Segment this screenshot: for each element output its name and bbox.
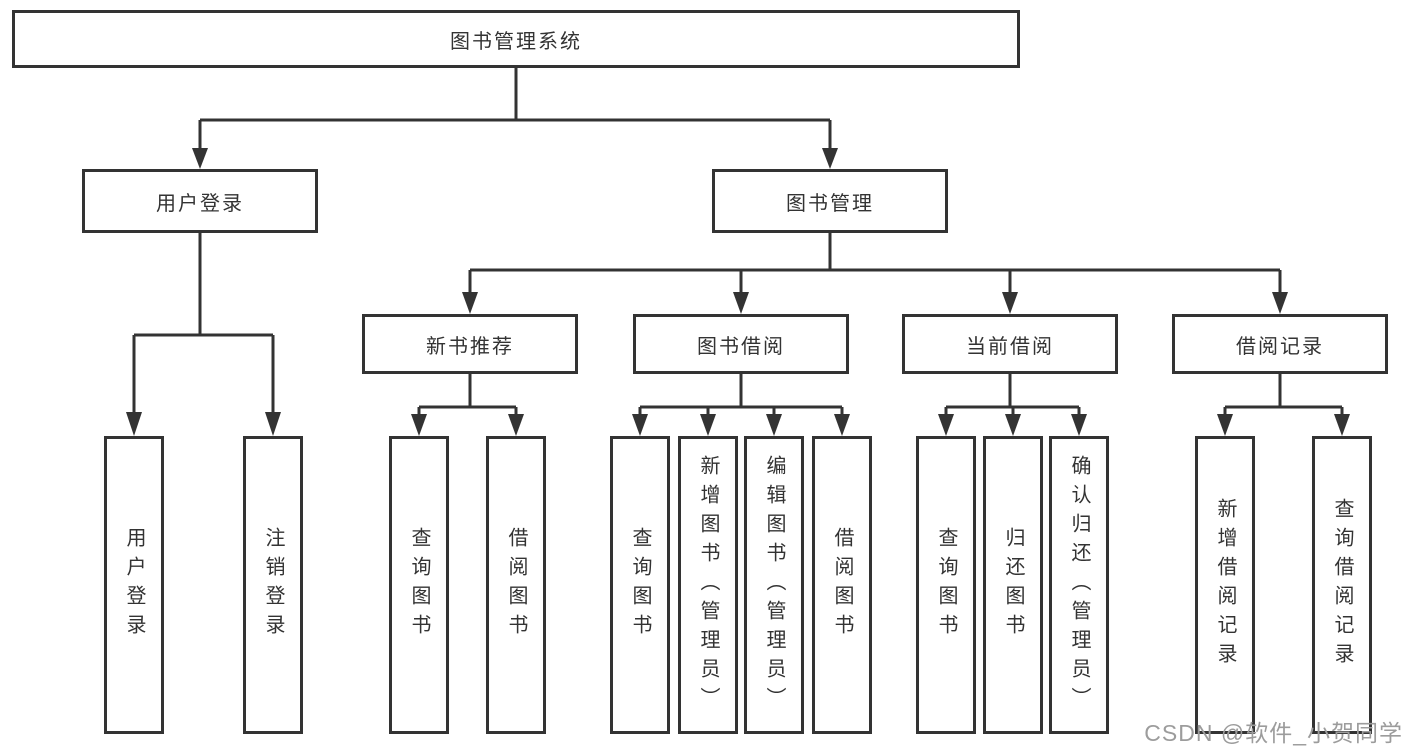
leaf-query-borrow-record: 查询借阅记录 [1312,436,1372,734]
leaf-label: 查询图书 [629,527,651,643]
node-user-login: 用户登录 [82,169,318,233]
leaf-borrow-books: 借阅图书 [812,436,872,734]
node-book-management: 图书管理 [712,169,948,233]
leaf-label: 查询图书 [935,527,957,643]
leaf-query-books-current: 查询图书 [916,436,976,734]
node-label: 图书借阅 [697,335,785,358]
node-library-management-system: 图书管理系统 [12,10,1020,68]
leaf-label: 归还图书 [1002,527,1024,643]
leaf-add-books-admin: 新增图书（管理员） [678,436,738,734]
leaf-label: 注销登录 [262,527,284,643]
leaf-label: 新增借阅记录 [1214,498,1236,672]
leaf-label: 确认归还（管理员） [1068,454,1090,716]
node-label: 新书推荐 [426,335,514,358]
csdn-watermark: CSDN @软件_小贺同学 [1144,720,1403,746]
leaf-user-login: 用户登录 [104,436,164,734]
leaf-label: 新增图书（管理员） [697,454,719,716]
leaf-confirm-return-admin: 确认归还（管理员） [1049,436,1109,734]
leaf-label: 编辑图书（管理员） [763,454,785,716]
leaf-borrow-books-recommend: 借阅图书 [486,436,546,734]
node-label: 用户登录 [156,192,244,215]
leaf-label: 借阅图书 [831,527,853,643]
leaf-logout: 注销登录 [243,436,303,734]
leaf-label: 用户登录 [123,527,145,643]
node-borrowing-records: 借阅记录 [1172,314,1388,374]
leaf-query-books-recommend: 查询图书 [389,436,449,734]
node-label: 图书管理系统 [450,30,582,53]
leaf-label: 查询图书 [408,527,430,643]
node-label: 当前借阅 [966,335,1054,358]
node-book-borrowing: 图书借阅 [633,314,849,374]
node-label: 图书管理 [786,192,874,215]
leaf-edit-books-admin: 编辑图书（管理员） [744,436,804,734]
leaf-label: 借阅图书 [505,527,527,643]
leaf-return-books: 归还图书 [983,436,1043,734]
node-new-book-recommendation: 新书推荐 [362,314,578,374]
leaf-query-books-borrow: 查询图书 [610,436,670,734]
node-current-borrowing: 当前借阅 [902,314,1118,374]
node-label: 借阅记录 [1236,335,1324,358]
leaf-add-borrow-record: 新增借阅记录 [1195,436,1255,734]
leaf-label: 查询借阅记录 [1331,498,1353,672]
